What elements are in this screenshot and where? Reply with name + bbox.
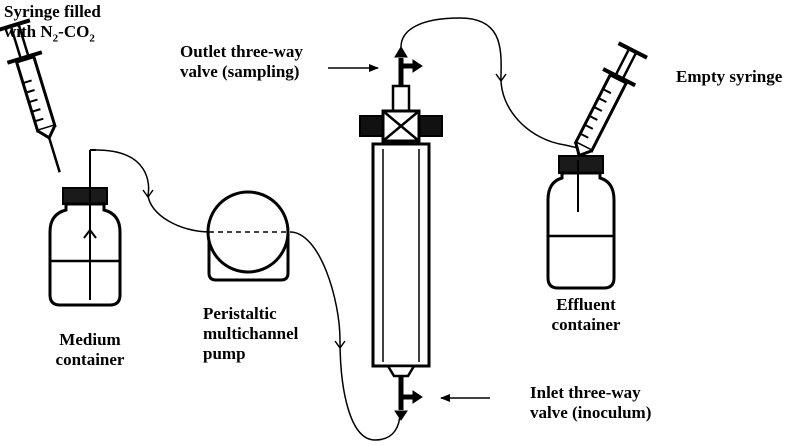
inlet-valve <box>394 376 423 421</box>
outlet-valve-line2: valve (sampling) <box>180 62 300 81</box>
flow-arrows <box>142 73 507 350</box>
syringe-filled-sub2: 2 <box>89 32 95 45</box>
syringe-filled-co: -CO <box>58 22 90 41</box>
peristaltic-pump <box>206 190 290 282</box>
right-syringe <box>573 41 648 160</box>
inlet-valve-label: Inlet three-way valve (inoculum) <box>530 383 651 423</box>
pump-line3: pump <box>203 344 246 363</box>
inlet-valve-line1: Inlet three-way <box>530 383 641 402</box>
medium-container-line1: Medium <box>59 330 121 349</box>
effluent-tubing <box>400 17 579 198</box>
effluent-container-label: Effluent container <box>540 295 632 335</box>
syringe-filled-sub1: 2 <box>52 32 59 45</box>
empty-syringe-label: Empty syringe <box>676 67 783 86</box>
syringe-filled-with-n: with N <box>4 22 53 41</box>
effluent-container <box>546 155 616 290</box>
outlet-valve-line1: Outlet three-way <box>180 42 303 61</box>
syringe-filled-line1: Syringe filled <box>4 2 101 21</box>
syringe-filled-line2: with N2-CO2 <box>4 22 101 45</box>
medium-container-label: Medium container <box>44 330 136 370</box>
pump-line2: multichannel <box>203 324 299 343</box>
medium-container <box>48 149 122 307</box>
syringe-filled-label: Syringe filled with N2-CO2 <box>4 2 101 45</box>
outlet-valve <box>394 46 423 86</box>
pump-line1: Peristaltic <box>203 304 277 323</box>
effluent-container-line2: container <box>551 315 621 334</box>
left-syringe <box>0 18 61 173</box>
medium-container-line2: container <box>55 350 125 369</box>
inlet-valve-line2: valve (inoculum) <box>530 403 652 422</box>
effluent-container-line1: Effluent <box>556 295 616 314</box>
pump-label: Peristaltic multichannel pump <box>203 304 298 364</box>
outlet-valve-label: Outlet three-way valve (sampling) <box>180 42 303 82</box>
column-reactor <box>359 84 443 378</box>
